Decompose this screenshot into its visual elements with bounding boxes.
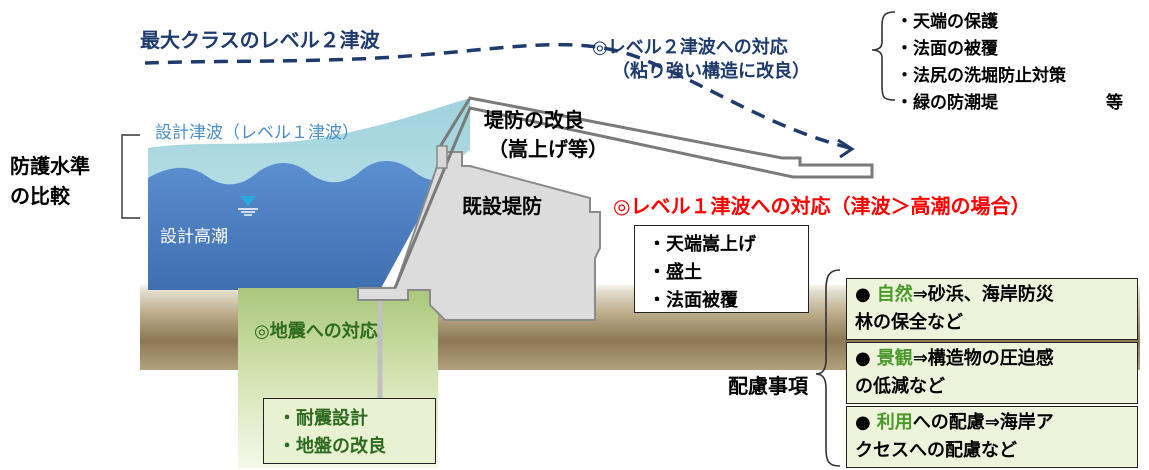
level2-response-title: ◎レベル２津波への対応 xyxy=(592,37,788,58)
considerations-label: 配慮事項 xyxy=(728,374,808,398)
level2-response-subtitle: （粘り強い構造に改良） xyxy=(612,61,810,82)
design-high-tide-water xyxy=(148,161,440,290)
protection-level-label: 防護水準 xyxy=(10,154,90,178)
design-high-tide-label: 設計高潮 xyxy=(160,227,228,247)
consideration-text: ⇒構造物の圧迫感 xyxy=(912,348,1054,369)
consideration-item-landscape: ●景観⇒構造物の圧迫感 の低減など xyxy=(846,342,1138,404)
earthquake-measures-box xyxy=(263,398,436,464)
bullet-icon: ● xyxy=(855,284,871,305)
levee-improvement-outline xyxy=(393,96,874,289)
level2-tsunami-line xyxy=(144,42,851,150)
level1-measures-box xyxy=(634,225,809,313)
consideration-keyword: 自然 xyxy=(876,284,913,305)
levee-improvement-label: 堤防の改良 xyxy=(484,108,584,132)
consideration-keyword: 景観 xyxy=(876,348,913,369)
level2-measure-item: ・法面の被覆 xyxy=(896,39,998,59)
water-level-marker xyxy=(238,196,258,216)
level1-measure-item: ・天端嵩上げ xyxy=(648,234,756,255)
levee-crest-parapet xyxy=(436,145,448,169)
earthquake-response-title: ◎地震への対応 xyxy=(254,321,378,342)
earthquake-measure-item: ・耐震設計 xyxy=(278,408,368,429)
level1-measure-item: ・盛土 xyxy=(648,262,702,283)
consideration-item-usage: ●利用への配慮⇒海岸ア クセスへの配慮など xyxy=(846,406,1138,468)
bullet-icon: ● xyxy=(855,348,871,369)
level2-measure-etc: 等 xyxy=(1106,93,1123,113)
consideration-text-line2: 林の保全など xyxy=(855,312,963,333)
consideration-keyword: 利用 xyxy=(876,412,913,433)
existing-levee-body xyxy=(357,151,601,321)
level2-arrow-head xyxy=(837,138,855,159)
protection-level-label-line2: の比較 xyxy=(10,184,70,208)
level1-measure-item: ・法面被覆 xyxy=(648,290,738,311)
existing-levee-label: 既設堤防 xyxy=(462,194,542,218)
consideration-text-line2: の低減など xyxy=(855,376,945,397)
level2-tsunami-label: 最大クラスのレベル２津波 xyxy=(140,28,380,52)
earthquake-measure-item: ・地盤の改良 xyxy=(278,436,386,457)
protection-level-bracket xyxy=(121,134,140,219)
consideration-item-nature: ●自然⇒砂浜、海岸防災 林の保全など xyxy=(846,278,1138,340)
consideration-text-line2: クセスへの配慮など xyxy=(855,440,1017,461)
level2-measures-brace xyxy=(871,11,896,101)
level2-measure-item: ・緑の防潮堤 xyxy=(896,93,998,113)
considerations-brace xyxy=(815,269,841,467)
level2-measure-item: ・法尻の洗堀防止対策 xyxy=(896,66,1066,86)
level2-measure-item: ・天端の保護 xyxy=(896,12,998,32)
consideration-text: ⇒砂浜、海岸防災 xyxy=(912,284,1054,305)
bullet-icon: ● xyxy=(855,412,871,433)
level1-response-title: ◎レベル１津波への対応（津波＞高潮の場合） xyxy=(613,194,1031,218)
consideration-text: への配慮⇒海岸ア xyxy=(912,412,1054,433)
levee-improvement-sublabel: （嵩上げ等） xyxy=(488,137,608,161)
design-tsunami-label: 設計津波（レベル１津波） xyxy=(155,123,359,143)
